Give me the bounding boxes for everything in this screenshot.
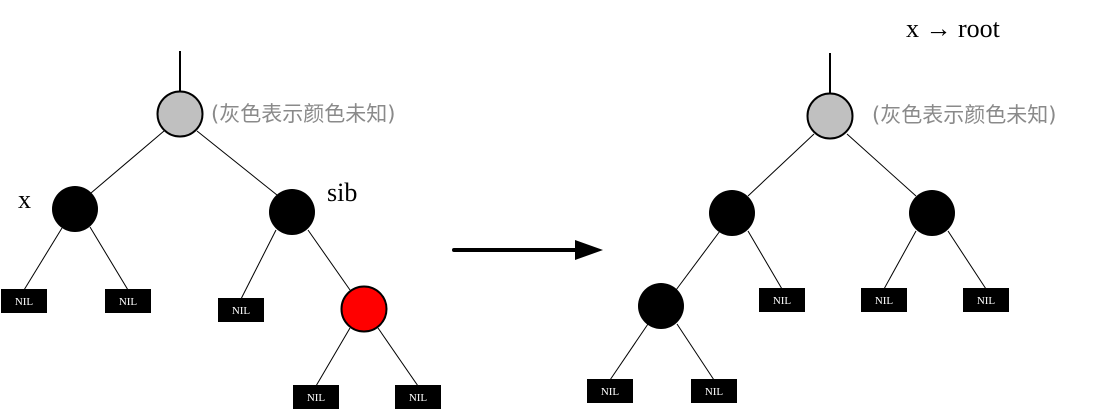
nil-leaf: NIL bbox=[218, 298, 264, 322]
left-sib-node-black bbox=[269, 189, 315, 235]
left-unknown-color-note: (灰色表示颜色未知) bbox=[211, 102, 395, 126]
nil-leaf: NIL bbox=[1, 289, 47, 313]
left-edge-sib-red bbox=[307, 229, 351, 291]
svg-text:NIL: NIL bbox=[773, 295, 792, 307]
right-edge-left-nil bbox=[747, 230, 783, 290]
right-edge-leftleft-nil2 bbox=[676, 323, 715, 381]
left-sib-label: sib bbox=[327, 178, 357, 207]
left-sib-right-node-red bbox=[340, 285, 388, 333]
left-edge-sib-nil bbox=[240, 229, 277, 300]
nil-leaf: NIL bbox=[105, 289, 151, 313]
nil-leaf: NIL bbox=[861, 288, 907, 312]
svg-text:NIL: NIL bbox=[977, 295, 996, 307]
transform-arrow-icon bbox=[452, 240, 603, 260]
svg-text:NIL: NIL bbox=[307, 392, 326, 404]
svg-text:NIL: NIL bbox=[232, 305, 251, 317]
right-edge-root-right bbox=[846, 133, 917, 197]
nil-leaf: NIL bbox=[293, 385, 339, 409]
left-edge-red-nil1 bbox=[315, 327, 351, 387]
right-edge-left-leftleft bbox=[675, 230, 721, 291]
right-edge-root-left bbox=[747, 133, 815, 197]
svg-text:NIL: NIL bbox=[119, 296, 138, 308]
right-left-node-black bbox=[709, 190, 755, 236]
svg-text:NIL: NIL bbox=[705, 386, 724, 398]
nil-leaf: NIL bbox=[395, 385, 441, 409]
nil-leaf: NIL bbox=[963, 288, 1009, 312]
right-root-node-unknown bbox=[806, 92, 854, 140]
right-unknown-color-note: (灰色表示颜色未知) bbox=[872, 103, 1056, 127]
right-edge-right-nil2 bbox=[947, 230, 987, 290]
svg-text:NIL: NIL bbox=[409, 392, 428, 404]
nil-leaf: NIL bbox=[691, 379, 737, 403]
left-x-label: x bbox=[18, 185, 31, 214]
right-leftleft-node-black bbox=[638, 283, 684, 329]
left-x-node-black bbox=[52, 186, 98, 232]
right-tree-title: x → root bbox=[906, 14, 1001, 43]
svg-text:NIL: NIL bbox=[601, 386, 620, 398]
left-tree: (灰色表示颜色未知) x sib NIL NIL NIL NIL NIL bbox=[1, 51, 441, 409]
svg-text:NIL: NIL bbox=[15, 296, 34, 308]
nil-leaf: NIL bbox=[587, 379, 633, 403]
right-tree: x → root (灰色表示颜色未知) NIL NIL NIL bbox=[587, 14, 1056, 403]
left-edge-root-x bbox=[90, 130, 165, 194]
right-right-node-black bbox=[909, 190, 955, 236]
svg-text:NIL: NIL bbox=[875, 295, 894, 307]
left-edge-x-nil2 bbox=[89, 226, 129, 291]
left-edge-red-nil2 bbox=[377, 327, 419, 387]
left-edge-x-nil1 bbox=[23, 227, 63, 291]
right-edge-right-nil1 bbox=[883, 230, 917, 290]
nil-leaf: NIL bbox=[759, 288, 805, 312]
left-root-node-unknown bbox=[156, 90, 204, 138]
right-edge-leftleft-nil1 bbox=[609, 323, 649, 381]
left-edge-root-sib bbox=[196, 130, 278, 196]
